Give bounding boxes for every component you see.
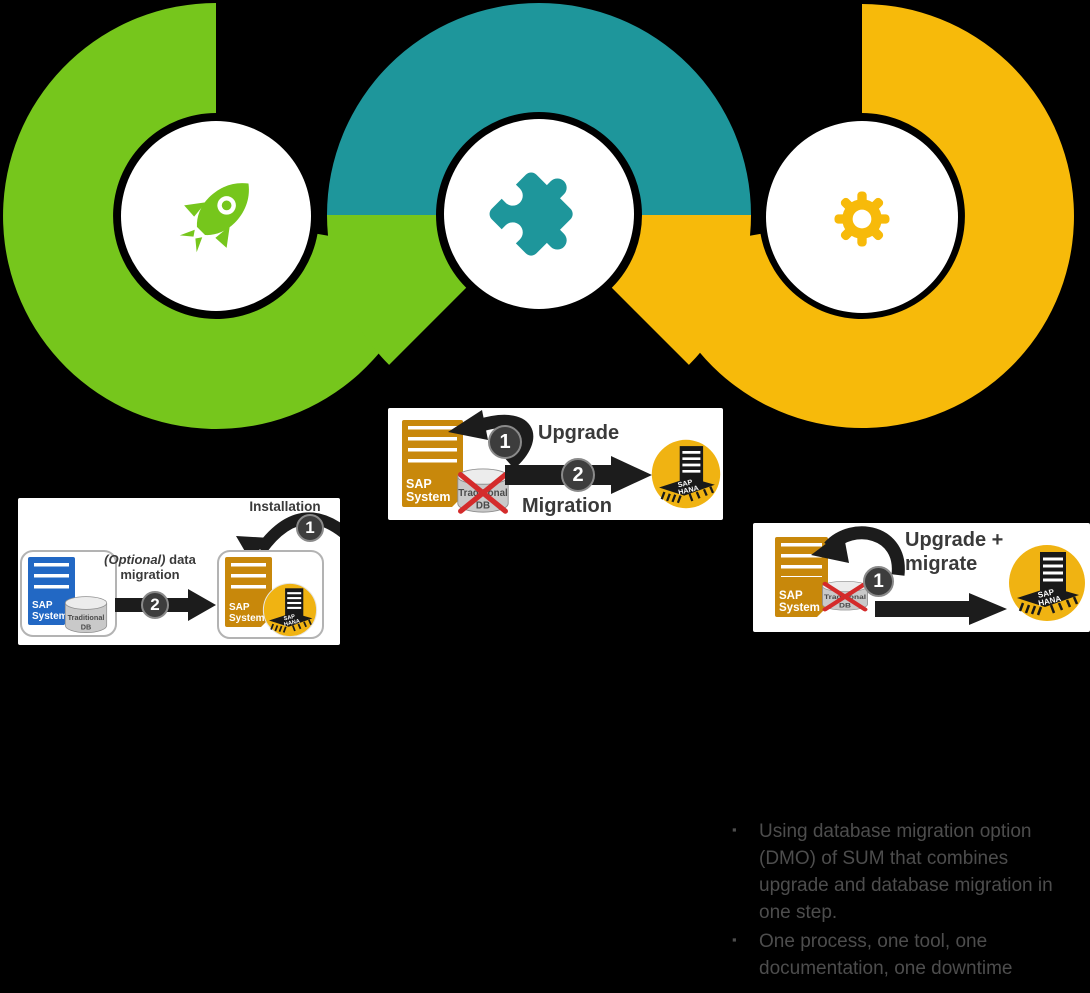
server-label: SAP System xyxy=(406,476,451,504)
ring-teal-green-segment xyxy=(327,215,467,365)
panel-new-implementation: Installation 1 SAP System Traditional DB… xyxy=(18,498,340,645)
step-2-badge: 2 xyxy=(561,458,595,492)
migrate-block-arrow xyxy=(875,593,1007,625)
note-item: ▪ Using database migration option (DMO) … xyxy=(732,818,1070,926)
panel-upgrade-migration: SAP System Traditional DB 1 Upgrade 2 Mi… xyxy=(388,408,723,520)
server-label-line1: SAP xyxy=(229,602,250,613)
installation-label: Installation xyxy=(249,499,321,514)
hana-label-line1: SAP xyxy=(677,477,694,489)
upgrade-migrate-label: Upgrade + migrate xyxy=(905,528,1003,577)
optional-migration-label: (Optional) data migration xyxy=(92,552,208,583)
red-x-icon xyxy=(822,581,868,612)
server-label-line2: System xyxy=(779,601,820,614)
optional-word: (Optional) xyxy=(104,552,166,567)
server-label-line2: System xyxy=(406,489,451,504)
ring-yellow xyxy=(653,4,1074,428)
step-1-badge: 1 xyxy=(488,425,522,459)
traditional-db-cylinder: Traditional DB xyxy=(64,596,108,633)
migration-label: Migration xyxy=(522,495,612,517)
server-stripes xyxy=(231,563,266,593)
rocket-icon xyxy=(179,183,249,253)
puzzle-icon xyxy=(489,172,573,256)
db-label-line2: DB xyxy=(839,601,852,609)
server-stripes xyxy=(34,563,69,592)
step-1-badge: 1 xyxy=(863,566,894,597)
db-label-line2: DB xyxy=(81,622,92,631)
bullet-marker: ▪ xyxy=(732,822,737,837)
optional-migration-line1: (Optional) data xyxy=(92,552,208,567)
server-label: SAP System xyxy=(32,600,68,622)
server-stripes xyxy=(781,543,822,577)
server-label-line2: System xyxy=(229,612,265,624)
note-text-one-process: One process, one tool, one documentation… xyxy=(759,931,1013,979)
server-label: SAP System xyxy=(229,602,265,624)
server-label-line1: SAP xyxy=(32,600,53,611)
traditional-db-cylinder-crossed: Traditional DB xyxy=(822,580,868,612)
upgrade-label: Upgrade xyxy=(538,422,620,444)
server-label: SAP System xyxy=(779,590,820,614)
server-label-line1: SAP xyxy=(779,589,803,602)
upgrade-migrate-curved-arrow xyxy=(811,526,905,576)
red-x-icon xyxy=(458,472,508,514)
upgrade-curved-arrow xyxy=(448,410,534,469)
page-fold xyxy=(817,606,828,617)
panel-dmo: SAP System Traditional DB 1 Upgrade + mi… xyxy=(753,523,1090,632)
db-label-line1: Traditional xyxy=(68,613,105,622)
upgrade-migrate-line1: Upgrade + xyxy=(905,529,1004,551)
db-label-line2: DB xyxy=(476,500,490,511)
server-label-line1: SAP xyxy=(406,476,432,491)
traditional-db-cylinder-crossed: Traditional DB xyxy=(457,468,509,514)
sap-hana-chip: SAP HANA xyxy=(262,582,318,638)
ring-green xyxy=(3,3,426,430)
server-label-line2: System xyxy=(32,610,68,622)
data-word: data xyxy=(169,552,196,567)
note-item: ▪ One process, one tool, one documentati… xyxy=(732,928,1070,982)
optional-migration-line2: migration xyxy=(120,567,180,583)
sap-hana-chip: SAP HANA xyxy=(651,439,721,509)
bullet-marker: ▪ xyxy=(732,932,737,947)
upgrade-migrate-line2: migrate xyxy=(905,553,978,576)
hana-label-line1: SAP xyxy=(1037,587,1056,600)
gear-icon xyxy=(834,191,890,247)
hana-label-line2: HANA xyxy=(284,619,301,628)
ring-teal xyxy=(327,3,751,215)
notes-list: ▪ Using database migration option (DMO) … xyxy=(732,818,1070,984)
step-2-badge: 2 xyxy=(141,591,169,619)
hana-label-line1: SAP xyxy=(283,614,296,622)
note-text-dmo: Using database migration option (DMO) of… xyxy=(759,821,1053,923)
sap-hana-chip: SAP HANA xyxy=(1009,545,1085,621)
step-1-badge: 1 xyxy=(296,514,324,542)
